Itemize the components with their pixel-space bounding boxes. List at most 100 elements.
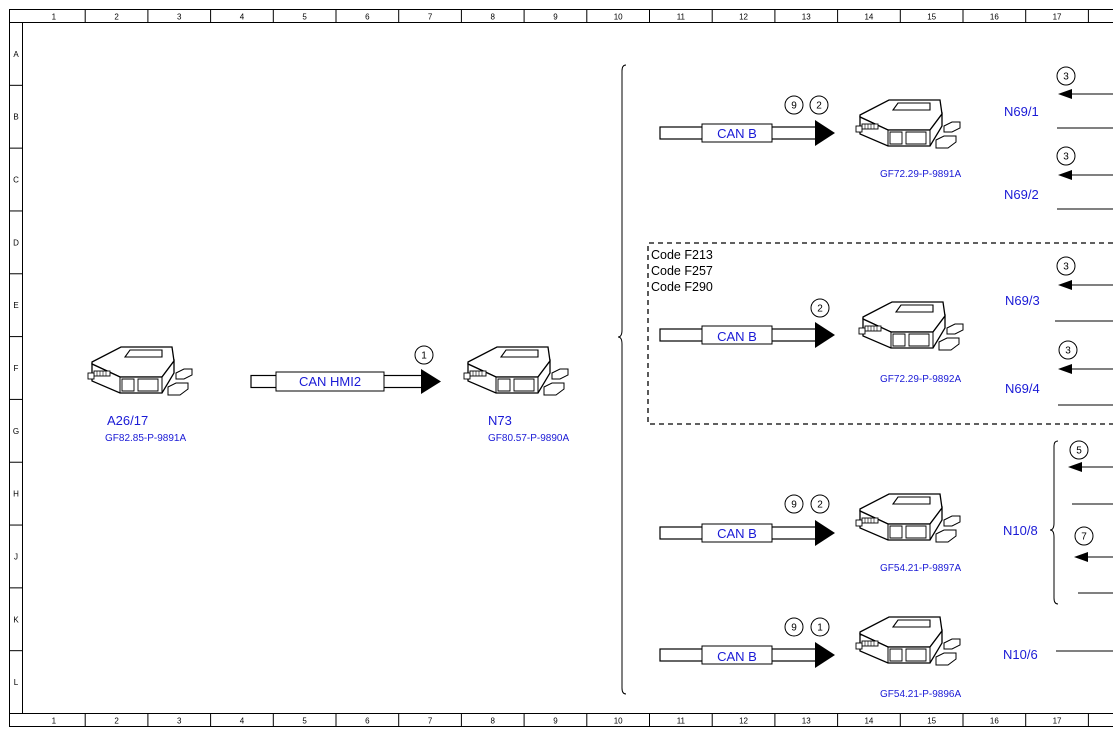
- output-brace: [1050, 441, 1058, 604]
- grid-column-label: 4: [240, 717, 245, 726]
- module-2: CAN B 2 GF72.29-P-9892A N69/3 3 N69/4 3: [660, 257, 1113, 405]
- code-label: Code F290: [651, 280, 713, 294]
- ecu-name-n69-1: N69/1: [1004, 104, 1039, 119]
- grid-column-label: 10: [614, 717, 623, 726]
- arrow-head-icon: [421, 369, 441, 394]
- ecu-part-m2: GF72.29-P-9892A: [880, 374, 961, 385]
- ref-circle: 3: [1063, 152, 1069, 163]
- ecu-part-a26-17: GF82.85-P-9891A: [105, 433, 186, 444]
- grid-column-label: 1: [52, 717, 57, 726]
- ref-circle: 3: [1063, 72, 1069, 83]
- arrow-left-icon: [1058, 170, 1072, 180]
- grid-column-label: 2: [114, 13, 119, 22]
- arrow-head-icon: [815, 520, 835, 546]
- grid-row-label: L: [14, 678, 19, 687]
- grid-row-label: J: [14, 552, 18, 561]
- ref-circle-1: 1: [421, 351, 427, 362]
- grid-column-label: 17: [1053, 717, 1062, 726]
- ref-circle: 7: [1081, 532, 1087, 543]
- bus-label-hmi2: CAN HMI2: [299, 374, 361, 389]
- grid-column-label: 7: [428, 13, 433, 22]
- ecu-name-n69-3: N69/3: [1005, 293, 1040, 308]
- grid-row-label: H: [13, 490, 19, 499]
- ref-circle: 3: [1063, 262, 1069, 273]
- arrow-left-icon: [1074, 552, 1088, 562]
- ref-circle: 3: [1065, 346, 1071, 357]
- grid-column-label: 8: [491, 13, 496, 22]
- grid-column-label: 3: [177, 13, 182, 22]
- ecu-name-n69-2: N69/2: [1004, 187, 1039, 202]
- ref-circle: 9: [791, 101, 797, 112]
- grid-row-label: D: [13, 238, 19, 247]
- grid-column-label: 16: [990, 13, 999, 22]
- grid-column-label: 13: [802, 717, 811, 726]
- grid-column-label: 5: [302, 717, 307, 726]
- grid-row-label: F: [14, 364, 19, 373]
- arrow-left-icon: [1058, 280, 1072, 290]
- bus-can-hmi2: CAN HMI2 1: [251, 346, 441, 394]
- grid-column-label: 15: [927, 717, 936, 726]
- ecu-a26-17: A26/17 GF82.85-P-9891A: [88, 347, 192, 444]
- grid-row-label: G: [13, 427, 19, 436]
- ref-circle: 2: [817, 500, 823, 511]
- grid-column-label: 5: [302, 13, 307, 22]
- ecu-name-a26-17: A26/17: [107, 413, 148, 428]
- grid-column-label: 2: [114, 717, 119, 726]
- ref-circle: 1: [817, 623, 823, 634]
- ecu-name-n73: N73: [488, 413, 512, 428]
- grid-column-label: 12: [739, 717, 748, 726]
- group-brace: [618, 65, 626, 694]
- grid-column-label: 16: [990, 717, 999, 726]
- ecu-n73: N73 GF80.57-P-9890A: [464, 347, 569, 444]
- module-4: CAN B 9 1 GF54.21-P-9896A N10/6: [660, 617, 1113, 700]
- grid-column-label: 10: [614, 13, 623, 22]
- grid-row-label: C: [13, 176, 19, 185]
- code-label: Code F257: [651, 264, 713, 278]
- code-label: Code F213: [651, 248, 713, 262]
- bus-label-m3: CAN B: [717, 526, 757, 541]
- grid-row-labels: A B C D E F G H J K L: [10, 50, 23, 687]
- grid-column-label: 17: [1053, 13, 1062, 22]
- grid-row-label: B: [13, 113, 18, 122]
- ecu-name-n10-6: N10/6: [1003, 647, 1038, 662]
- grid-column-label: 4: [240, 13, 245, 22]
- grid-column-label: 8: [491, 717, 496, 726]
- grid-column-label: 1: [52, 13, 57, 22]
- ecu-name-n69-4: N69/4: [1005, 381, 1040, 396]
- grid-column-label: 15: [927, 13, 936, 22]
- module-1: CAN B 9 2 GF72.29-P-9891A N69/1 3 N69/2 …: [660, 67, 1113, 209]
- arrow-head-icon: [815, 322, 835, 348]
- grid-column-label: 6: [365, 717, 370, 726]
- grid-column-label: 11: [677, 13, 686, 22]
- bus-label-m4: CAN B: [717, 649, 757, 664]
- arrow-left-icon: [1068, 462, 1082, 472]
- grid-column-label: 7: [428, 717, 433, 726]
- grid-row-label: A: [13, 50, 19, 59]
- grid-row-label: K: [13, 615, 19, 624]
- grid-column-label: 13: [802, 13, 811, 22]
- ref-circle: 9: [791, 623, 797, 634]
- ref-circle: 9: [791, 500, 797, 511]
- ecu-part-m3: GF54.21-P-9897A: [880, 563, 961, 574]
- grid-column-label: 3: [177, 717, 182, 726]
- ecu-part-m4: GF54.21-P-9896A: [880, 689, 961, 700]
- arrow-left-icon: [1058, 364, 1072, 374]
- ref-circle: 2: [817, 304, 823, 315]
- arrow-head-icon: [815, 642, 835, 668]
- grid-column-label: 14: [864, 13, 873, 22]
- module-3: CAN B 9 2 GF54.21-P-9897A N10/8 5 7: [660, 441, 1113, 604]
- grid-row-label: E: [13, 301, 18, 310]
- ref-circle: 2: [816, 101, 822, 112]
- grid-column-label: 9: [553, 13, 558, 22]
- ecu-part-m1: GF72.29-P-9891A: [880, 169, 961, 180]
- grid-column-label: 14: [864, 717, 873, 726]
- grid-column-label: 6: [365, 13, 370, 22]
- grid-column-label: 12: [739, 13, 748, 22]
- bus-label-m2: CAN B: [717, 329, 757, 344]
- arrow-head-icon: [815, 120, 835, 146]
- ecu-part-n73: GF80.57-P-9890A: [488, 433, 569, 444]
- frame-border: [10, 10, 1113, 727]
- ecu-name-n10-8: N10/8: [1003, 523, 1038, 538]
